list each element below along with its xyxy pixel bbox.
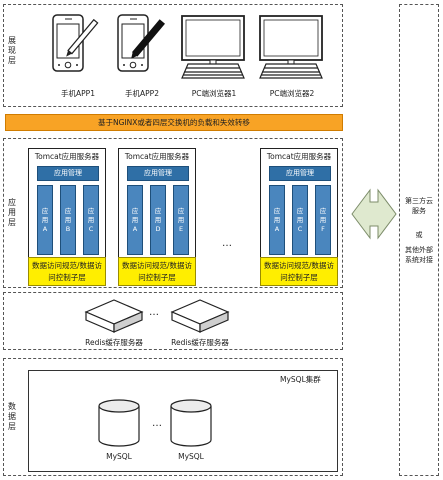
app-management: 应用管理 bbox=[127, 166, 189, 181]
pc-browser1-icon bbox=[178, 14, 250, 86]
mysql-cluster-label: MySQL集群 bbox=[280, 375, 321, 384]
tomcat-ellipsis: … bbox=[222, 238, 232, 249]
third-party-line3: 其他外部系统对接 bbox=[405, 246, 433, 264]
app-management: 应用管理 bbox=[37, 166, 99, 181]
data-access-sublayer: 数据访问规范/数据访问控制子层 bbox=[118, 257, 196, 286]
redis-label-2: Redis缓存服务器 bbox=[171, 338, 229, 347]
phone-app2-icon bbox=[115, 12, 169, 88]
mysql-database-icon-2 bbox=[168, 398, 214, 454]
mysql-ellipsis: … bbox=[152, 418, 162, 429]
mysql-database-icon-1 bbox=[96, 398, 142, 454]
redis-server-icon-1 bbox=[82, 296, 146, 340]
mysql-label-1: MySQL bbox=[106, 452, 132, 461]
third-party-line1: 第三方云服务 bbox=[405, 197, 433, 215]
data-layer-label: 数据层 bbox=[8, 402, 16, 431]
phone-app1-icon bbox=[50, 12, 104, 88]
application-layer-label: 应用层 bbox=[8, 198, 16, 227]
bidirectional-arrow-icon bbox=[350, 184, 398, 248]
presentation-layer-label: 展现层 bbox=[8, 36, 16, 65]
client-label-1: 手机APP1 bbox=[61, 89, 95, 98]
data-layer bbox=[3, 358, 343, 476]
load-balancer-band: 基于NGINX或者四层交换机的负载和失效转移 bbox=[5, 114, 343, 131]
third-party-panel bbox=[399, 4, 439, 476]
redis-server-icon-2 bbox=[168, 296, 232, 340]
client-label-4: PC端浏览器2 bbox=[269, 89, 315, 98]
tomcat-title: Tomcat应用服务器 bbox=[124, 152, 190, 161]
mysql-label-2: MySQL bbox=[178, 452, 204, 461]
application-layer bbox=[3, 138, 343, 288]
app-management: 应用管理 bbox=[269, 166, 331, 181]
redis-ellipsis: … bbox=[149, 307, 159, 318]
cache-layer bbox=[3, 292, 343, 350]
client-label-3: PC端浏览器1 bbox=[191, 89, 237, 98]
pc-browser2-icon bbox=[256, 14, 328, 86]
client-label-2: 手机APP2 bbox=[125, 89, 159, 98]
presentation-layer bbox=[3, 4, 343, 107]
mysql-cluster bbox=[28, 370, 338, 472]
third-party-line2: 或 bbox=[415, 231, 423, 239]
tomcat-title: Tomcat应用服务器 bbox=[34, 152, 100, 161]
data-access-sublayer: 数据访问规范/数据访问控制子层 bbox=[260, 257, 338, 286]
redis-label-1: Redis缓存服务器 bbox=[85, 338, 143, 347]
tomcat-title: Tomcat应用服务器 bbox=[266, 152, 332, 161]
data-access-sublayer: 数据访问规范/数据访问控制子层 bbox=[28, 257, 106, 286]
